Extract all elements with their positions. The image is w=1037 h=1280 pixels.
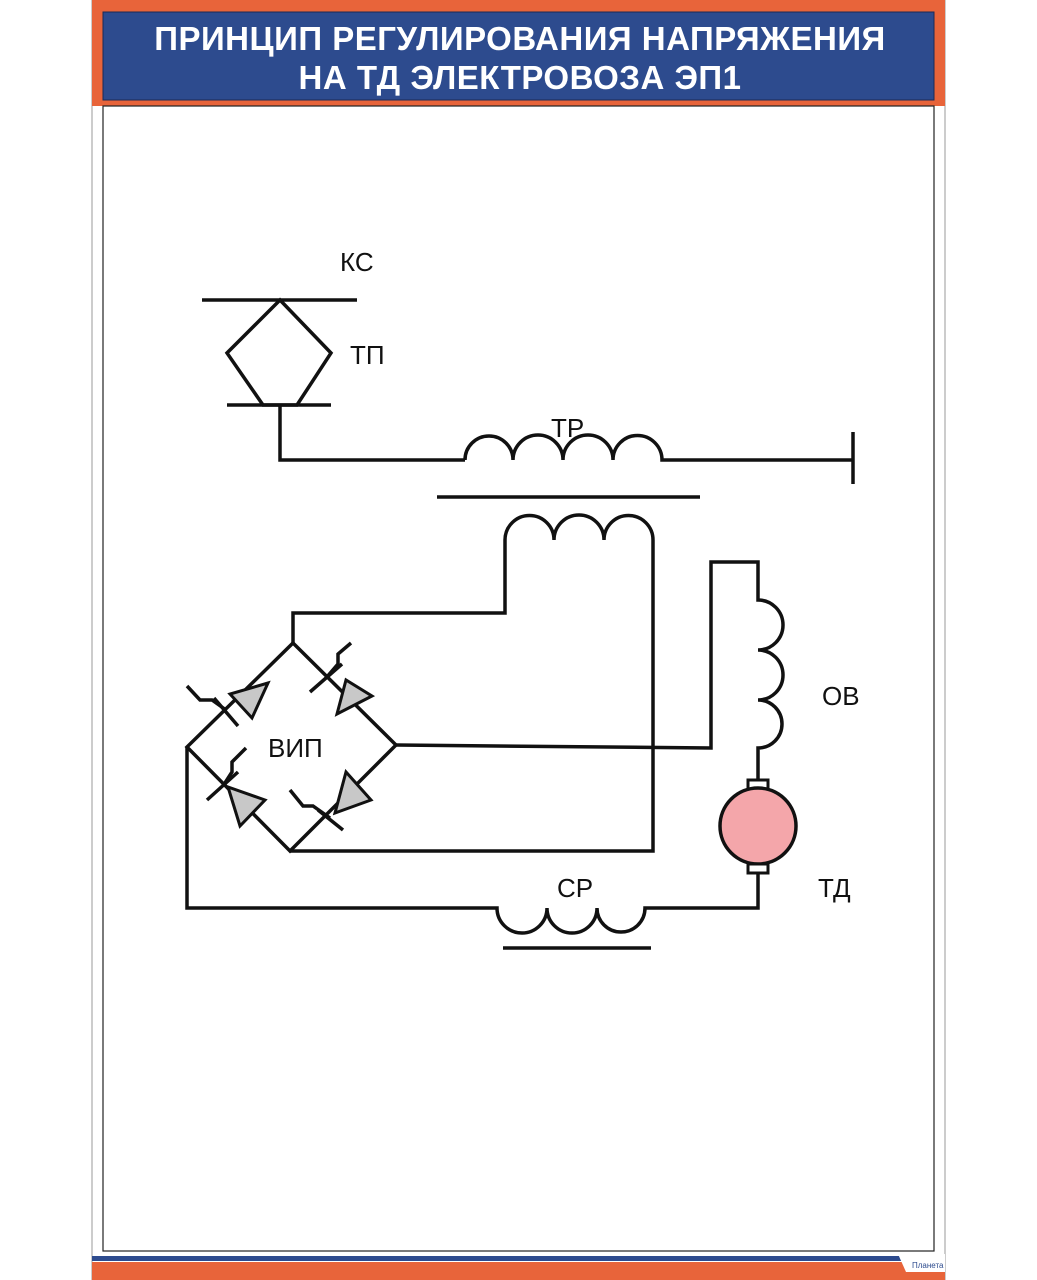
motor-brush-bottom — [746, 862, 770, 875]
transformer-primary — [278, 405, 853, 462]
label-ks: КС — [340, 247, 374, 277]
label-tp: ТП — [350, 340, 385, 370]
logo: Планета — [912, 1261, 944, 1270]
footer-band — [92, 1262, 945, 1280]
thyristor-3 — [205, 746, 268, 829]
label-td: ТД — [818, 873, 851, 903]
smoothing-reactor — [185, 747, 760, 935]
label-tr: ТР — [551, 413, 584, 443]
content-border — [102, 105, 935, 1252]
label-sr: СР — [557, 873, 593, 903]
footer-stripe — [92, 1256, 945, 1261]
thyristor-4 — [288, 768, 374, 832]
traction-motor — [718, 786, 798, 866]
title-line-2: НА ТД ЭЛЕКТРОВОЗА ЭП1 — [299, 59, 742, 96]
label-ov: ОВ — [822, 681, 860, 711]
thyristor-2 — [308, 641, 376, 717]
field-winding — [395, 560, 785, 782]
thyristor-1 — [185, 680, 271, 728]
logo-plate — [898, 1254, 945, 1272]
transformer-secondary — [290, 513, 655, 853]
rectifier-bridge — [184, 640, 399, 854]
title-line-1: ПРИНЦИП РЕГУЛИРОВАНИЯ НАПРЯЖЕНИЯ — [154, 20, 886, 57]
label-vip: ВИП — [268, 733, 323, 763]
header-box — [102, 11, 935, 101]
